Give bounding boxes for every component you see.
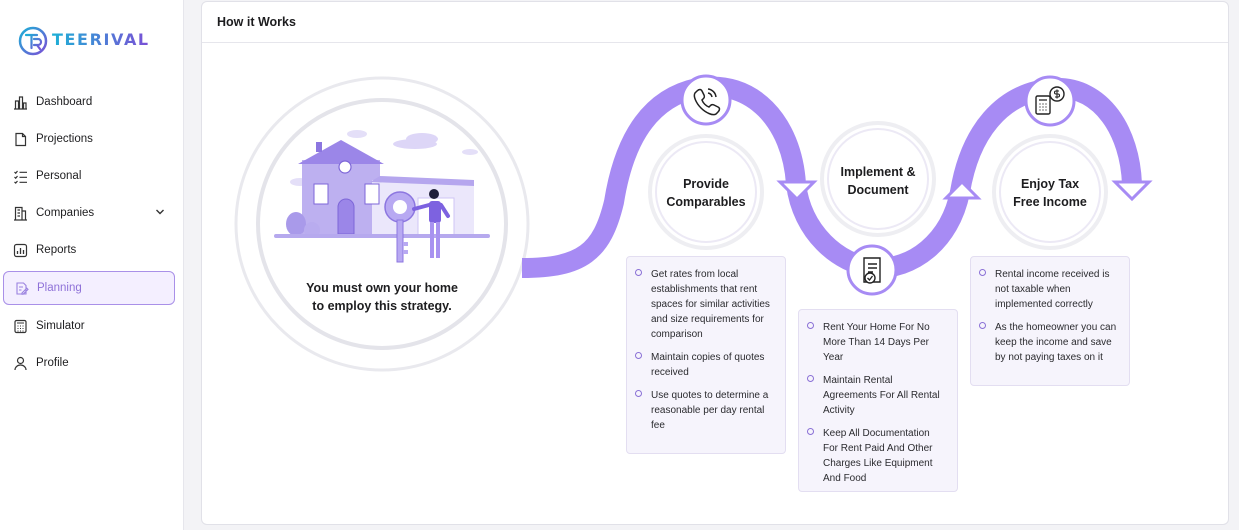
sidebar-item-label: Simulator xyxy=(36,320,85,332)
card-header: How it Works xyxy=(202,2,1228,43)
sidebar-item-dashboard[interactable]: Dashboard xyxy=(3,85,175,119)
arrow-down-1 xyxy=(776,180,818,202)
building-icon xyxy=(12,205,28,221)
list-item: Maintain copies of quotes received xyxy=(635,350,775,380)
step-title-implement-document: Implement & Document xyxy=(818,163,938,199)
brand-logo[interactable]: TEERIVAL xyxy=(18,24,168,58)
list-item: As the homeowner you can keep the income… xyxy=(979,320,1119,365)
step2-ring xyxy=(827,128,929,230)
chevron-down-icon[interactable] xyxy=(155,207,165,217)
step-title-line: Comparables xyxy=(666,195,746,209)
step-title-line: Implement & xyxy=(840,165,916,179)
list-item: Rental income received is not taxable wh… xyxy=(979,267,1119,312)
sidebar-item-personal[interactable]: Personal xyxy=(3,159,175,193)
sidebar-item-companies[interactable]: Companies xyxy=(3,196,175,230)
page-title: How it Works xyxy=(217,15,296,29)
step-title-provide-comparables: Provide Comparables xyxy=(646,175,766,211)
calculator-dollar-icon xyxy=(1024,75,1076,127)
checklist-icon xyxy=(12,168,28,184)
phone-icon xyxy=(680,74,732,126)
intro-line-2: to employ this strategy. xyxy=(312,299,452,313)
arrow-down-3 xyxy=(1111,180,1153,202)
checklist-document-icon xyxy=(846,244,898,296)
step-1-details: Get rates from local establishments that… xyxy=(626,256,786,454)
step-2-details: Rent Your Home For No More Than 14 Days … xyxy=(798,309,958,492)
sidebar-item-label: Profile xyxy=(36,357,69,369)
sidebar-item-simulator[interactable]: Simulator xyxy=(3,309,175,343)
logo-mark-icon xyxy=(18,26,48,56)
step-title-line: Document xyxy=(847,183,909,197)
intro-outer-ring xyxy=(234,76,530,372)
how-it-works-card: How it Works xyxy=(201,1,1229,525)
step-title-line: Provide xyxy=(683,177,729,191)
sidebar-item-label: Companies xyxy=(36,207,95,219)
intro-text: You must own your home to employ this st… xyxy=(282,279,482,315)
arrow-up-2 xyxy=(942,179,982,200)
list-item: Maintain Rental Agreements For All Renta… xyxy=(807,373,947,418)
sidebar-item-reports[interactable]: Reports xyxy=(3,233,175,267)
sidebar-item-projections[interactable]: Projections xyxy=(3,122,175,156)
list-item: Use quotes to determine a reasonable per… xyxy=(635,388,775,433)
sidebar: TEERIVAL Dashboard Projections Personal … xyxy=(0,0,184,530)
step1-ring xyxy=(655,141,757,243)
step3-ring xyxy=(999,141,1101,243)
report-icon xyxy=(12,242,28,258)
sidebar-item-label: Personal xyxy=(36,170,82,182)
edit-icon xyxy=(13,280,29,296)
step-3-details: Rental income received is not taxable wh… xyxy=(970,256,1130,386)
sidebar-item-profile[interactable]: Profile xyxy=(3,346,175,380)
list-item: Rent Your Home For No More Than 14 Days … xyxy=(807,320,947,365)
house-illustration xyxy=(274,130,490,263)
brand-name: TEERIVAL xyxy=(52,30,150,49)
step-title-line: Enjoy Tax xyxy=(1020,177,1080,191)
step-title-line: Free Income xyxy=(1013,195,1087,209)
sidebar-item-label: Reports xyxy=(36,244,77,256)
list-item: Keep All Documentation For Rent Paid And… xyxy=(807,426,947,486)
sidebar-item-label: Planning xyxy=(37,282,82,294)
sidebar-item-label: Projections xyxy=(36,133,93,145)
user-icon xyxy=(12,355,28,371)
sidebar-item-label: Dashboard xyxy=(36,96,93,108)
bar-chart-icon xyxy=(12,94,28,110)
step-title-enjoy-tax-free-income: Enjoy Tax Free Income xyxy=(990,175,1110,211)
document-icon xyxy=(12,131,28,147)
calculator-icon xyxy=(12,318,28,334)
sidebar-item-planning[interactable]: Planning xyxy=(3,271,175,305)
intro-line-1: You must own your home xyxy=(306,281,458,295)
flow-graphic xyxy=(234,74,1153,372)
list-item: Get rates from local establishments that… xyxy=(635,267,775,342)
